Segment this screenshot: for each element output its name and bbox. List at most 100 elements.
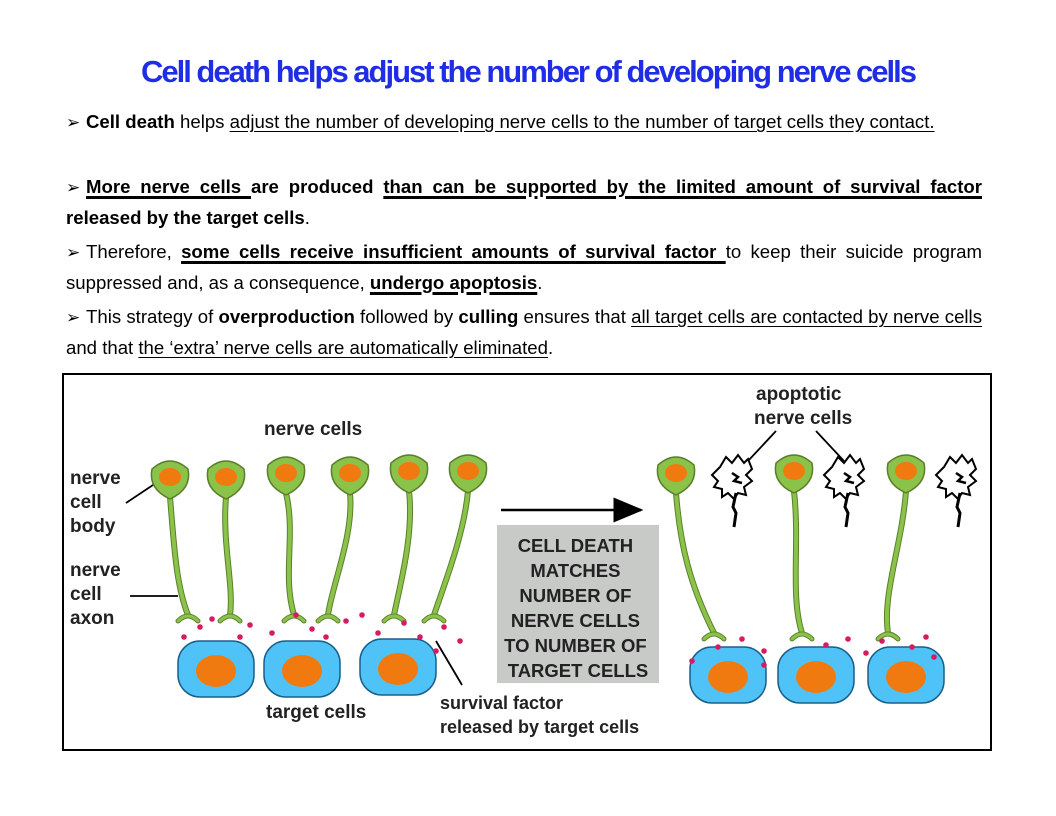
axon-terminal	[316, 614, 340, 623]
bullet-1-segment: adjust the number of developing nerve ce…	[229, 111, 935, 132]
nucleus	[457, 462, 479, 480]
bullet-4-segment: and that	[66, 337, 139, 358]
survival-factor-dot	[823, 642, 829, 648]
survival-factor-dot	[879, 638, 885, 644]
axon-outline	[673, 490, 717, 636]
bullet-3-segment: undergo apoptosis	[369, 272, 538, 293]
nucleus	[665, 464, 687, 482]
apoptotic-cells	[710, 453, 978, 528]
apoptotic-pointer-line-2	[815, 430, 845, 462]
bullet-1-segment: helps	[174, 111, 230, 132]
bullet-text: More nerve cells are produced than can b…	[66, 176, 982, 228]
target-nucleus	[196, 655, 236, 687]
target-nucleus	[282, 655, 322, 687]
bullet-2-segment: are produced	[250, 176, 384, 197]
survival-factor-dot	[309, 626, 315, 632]
fragment-tail	[843, 492, 850, 528]
target-cell	[263, 640, 341, 698]
bullet-4-segment: followed by	[354, 306, 459, 327]
survival-factor-label: survival factor released by target cells	[440, 693, 639, 737]
nucleus	[159, 468, 181, 486]
bullet-4-segment: This strategy of	[86, 306, 219, 327]
survival-factor-dot	[401, 620, 407, 626]
target-cell	[689, 646, 767, 704]
apoptotic-nerve-cells-label: apoptotic nerve cells	[754, 384, 852, 429]
axon	[168, 495, 190, 617]
axon	[792, 489, 804, 635]
bullet-4-segment: ensures that	[518, 306, 632, 327]
bullet-2-segment: .	[304, 207, 310, 228]
survival-factor-dot	[739, 636, 745, 642]
axon	[674, 491, 716, 635]
bullet-4-segment: .	[547, 337, 554, 358]
bullet-3-segment: some cells receive insufficient amounts …	[181, 241, 726, 262]
survival-factor-dot	[197, 624, 203, 630]
target-nucleus	[378, 653, 418, 685]
bullet-3-segment: to keep their suicide program suppressed…	[66, 241, 983, 293]
nerve-cell	[431, 454, 488, 618]
bullet-2: ➢More nerve cells are produced than can …	[66, 172, 982, 233]
axon-terminal	[218, 614, 242, 623]
survival-factor-dot	[269, 630, 275, 636]
target-nucleus	[796, 661, 836, 693]
nucleus	[215, 468, 237, 486]
apoptotic-cell	[822, 453, 866, 528]
bullet-3-segment: Therefore,	[86, 241, 182, 262]
survival-factor-dot	[209, 616, 215, 622]
survival-factor-dot	[375, 630, 381, 636]
bullet-4-segment: overproduction	[218, 306, 355, 327]
apoptotic-body	[822, 453, 866, 501]
axon	[326, 491, 353, 617]
cell-death-diagram: nerve cells nerve cell body nerve cell a…	[62, 373, 992, 751]
bullet-text: Cell death helps adjust the number of de…	[86, 111, 935, 132]
nucleus	[339, 464, 361, 482]
nerve-cell	[883, 454, 926, 636]
survival-factor-dot	[293, 612, 299, 618]
apoptotic-cell	[934, 453, 978, 528]
apoptotic-body	[934, 453, 978, 501]
survival-factor-dot	[323, 634, 329, 640]
nerve-cell	[325, 456, 370, 618]
diagram-canvas: nerve cells nerve cell body nerve cell a…	[70, 384, 978, 737]
nerve-cell	[150, 460, 191, 618]
axon-terminal	[702, 632, 726, 641]
survival-factor-dot	[441, 624, 447, 630]
nerve-cell	[206, 460, 246, 618]
target-nucleus	[708, 661, 748, 693]
target-cell	[777, 646, 855, 704]
nerve-cell-body-label: nerve cell body	[70, 468, 126, 537]
survival-factor-dot	[863, 650, 869, 656]
target-cell	[177, 640, 255, 698]
survival-factor-dot	[417, 634, 423, 640]
survival-factor-dot	[715, 644, 721, 650]
bullet-4-segment: the ‘extra’ nerve cells are automaticall…	[138, 337, 548, 358]
survival-factor-dot	[237, 634, 243, 640]
bullet-1: ➢ Cell death helps adjust the number of d…	[66, 107, 982, 138]
survival-factor-dot	[343, 618, 349, 624]
axon-terminal	[176, 614, 200, 623]
axon	[432, 489, 470, 617]
nucleus	[895, 462, 917, 480]
bullet-4: ➢This strategy of overproduction followe…	[66, 302, 982, 363]
bullet-3-segment: .	[537, 272, 543, 293]
bullet-1-segment: Cell death	[86, 111, 175, 132]
survival-factor-dot	[359, 612, 365, 618]
left-nerve-cells	[150, 454, 488, 624]
nucleus	[275, 464, 297, 482]
target-cell	[359, 638, 437, 696]
survival-factor-dot	[923, 634, 929, 640]
arrow-bullet-icon: ➢	[66, 113, 81, 132]
axon-terminal	[382, 614, 406, 623]
arrow-bullet-icon: ➢	[66, 243, 81, 262]
bullet-2-segment: released by the target cells	[66, 207, 305, 228]
axon	[223, 495, 233, 617]
fragment	[731, 471, 743, 485]
bullet-text: This strategy of overproduction followed…	[66, 306, 982, 358]
bullet-2-segment: than can be supported by the limited amo…	[383, 176, 982, 197]
cell-body-pointer-line	[125, 482, 157, 504]
nerve-cell	[656, 456, 717, 636]
bullet-2-segment: More nerve cells	[86, 176, 251, 197]
axon-terminal	[790, 632, 814, 641]
target-cells	[177, 638, 945, 704]
fragment	[955, 471, 967, 485]
